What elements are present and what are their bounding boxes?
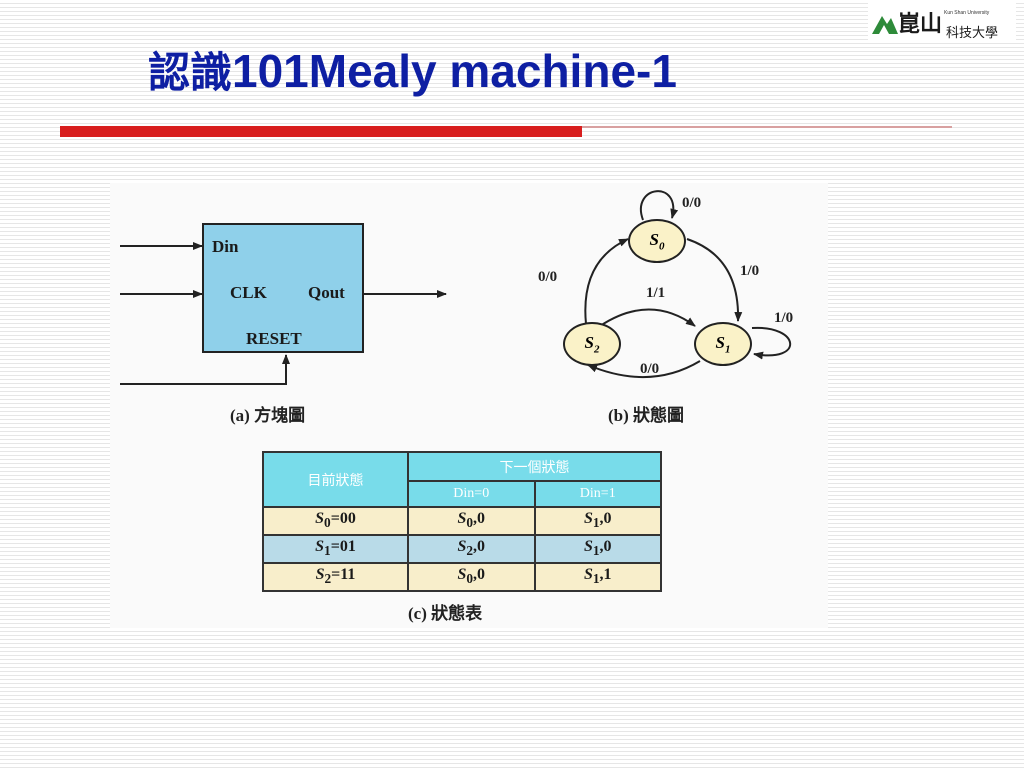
- title-thin-rule: [582, 126, 952, 128]
- arc-s1-s2: [587, 360, 701, 378]
- header-din0: Din=0: [407, 480, 536, 508]
- mountain-logo-icon: [872, 16, 898, 34]
- state-table: 目前狀態 下一個狀態 Din=0 Din=1 S0=00 S0,0 S1,0 S…: [262, 451, 662, 592]
- label-s0-s1: 1/0: [740, 263, 760, 279]
- clk-label: CLK: [230, 283, 267, 302]
- table-row: S1=01 S2,0 S1,0: [262, 534, 662, 564]
- title-prefix: 認識: [148, 48, 233, 97]
- caption-state-table: (c) 狀態表: [408, 604, 483, 623]
- slide-title: 認識101Mealy machine-1: [148, 46, 677, 97]
- label-s2-s1: 1/1: [646, 285, 666, 301]
- arc-s0-s1: [686, 238, 743, 322]
- logo-english-name: Kun Shan University: [944, 10, 990, 16]
- university-logo: 崑山 Kun Shan University 科技大學: [868, 2, 1016, 42]
- table-row: S0=00 S0,0 S1,0: [262, 506, 662, 536]
- header-din1: Din=1: [533, 480, 662, 508]
- reset-wire: [120, 354, 290, 385]
- label-s1-self: 1/0: [774, 310, 794, 326]
- figure-lines: [120, 190, 792, 385]
- figure-panel: Din CLK Qout RESET (a) 方塊圖 S0 S1 S2 0/0 …: [110, 183, 828, 628]
- logo-name-tail: 科技大學: [946, 26, 999, 41]
- header-next-state: 下一個狀態: [407, 451, 662, 482]
- qout-label: Qout: [308, 283, 345, 302]
- title-accent-bar: [60, 126, 582, 137]
- logo-name-main: 崑山: [898, 11, 943, 37]
- reset-label: RESET: [246, 329, 302, 348]
- arc-s2-s0: [584, 238, 629, 325]
- label-s2-s0: 0/0: [538, 269, 558, 285]
- caption-state-diagram: (b) 狀態圖: [608, 406, 685, 425]
- state-s1: S1: [694, 322, 752, 366]
- state-s0: S0: [628, 219, 686, 263]
- label-s0-self: 0/0: [682, 195, 702, 211]
- din-label: Din: [212, 237, 239, 256]
- title-text: 101Mealy machine-1: [232, 45, 677, 97]
- arc-s2-s1: [599, 308, 696, 327]
- block-diagram: Din CLK Qout RESET: [202, 223, 364, 353]
- table-row: S2=11 S0,0 S1,1: [262, 562, 662, 592]
- header-current-state: 目前狀態: [262, 451, 409, 508]
- caption-block-diagram: (a) 方塊圖: [230, 406, 306, 425]
- state-s2: S2: [563, 322, 621, 366]
- arc-s0-self: [640, 190, 679, 221]
- arc-s1-self: [751, 326, 792, 360]
- label-s1-s2: 0/0: [640, 361, 660, 377]
